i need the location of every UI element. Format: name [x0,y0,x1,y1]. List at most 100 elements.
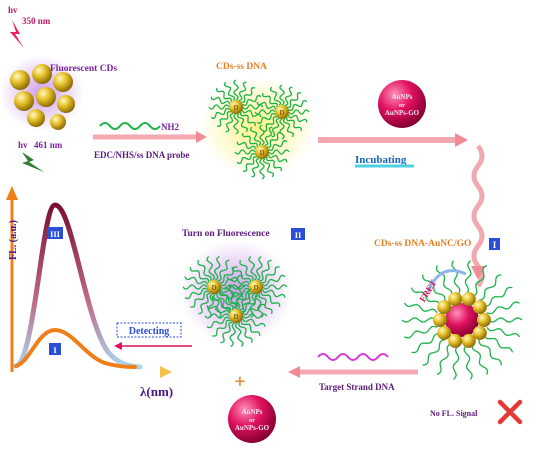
plus-sign: + [234,371,245,393]
dna-strand [422,338,446,366]
dna-strand [225,112,234,133]
dna-strand [255,255,263,281]
dna-strand [256,112,276,125]
aunps-sphere-bottom: AuNPs or AuNPs-GO [228,395,276,443]
aunp-core [445,303,479,337]
dna-strand [211,296,232,312]
carbon-dot-letter: D [279,109,284,117]
y-axis-label: FL. (a.u.) [8,220,19,260]
dna-strand [233,113,239,135]
carbon-dot [207,280,221,294]
dna-strand [478,339,502,366]
carbon-dot [437,300,452,315]
dna-strand [242,156,258,172]
dna-strand [240,111,256,127]
carbon-dot [229,100,243,114]
dna-strand [261,266,280,284]
dna-strand [271,117,280,138]
dna-strand [451,260,461,295]
dna-strand [184,287,208,300]
fluorescent-cds-label: Fluorescent CDs [50,64,117,74]
dna-strand [436,343,452,376]
dna-strand [238,81,247,102]
target-strand-label: Target Strand DNA [319,382,395,392]
dna-strand [182,284,208,290]
dna-strand [236,152,256,165]
dna-strand [184,276,208,285]
dna-strand [452,345,460,380]
dna-strand [287,114,308,123]
dna-strand [220,274,244,287]
dna-strand [223,81,236,101]
dna-strand [262,284,288,290]
fluorescent-cds-cluster [0,55,84,131]
spectrum-plot: FL. (a.u.) λ(nm) III I [6,186,173,399]
dna-strand [206,305,230,314]
dna-strand [242,94,262,107]
dna-strand [233,79,239,101]
dna-strand [240,320,261,336]
wavelength-461-label: 461 nm [34,140,63,150]
dna-strand [239,260,254,282]
wavy-down-arrow [471,144,485,288]
dna-strand [220,321,233,344]
dna-strand [206,316,230,329]
dna-strand [260,291,281,307]
no-signal-cross-icon [497,399,523,425]
hv-label-top: hv [8,5,18,15]
dna-strand [286,92,302,108]
dna-strand [262,274,286,287]
aunps-sphere-top: AuNPs or AuNPs-GO [378,80,426,128]
dna-strand [216,111,232,127]
dna-strand [212,319,231,337]
aunps-label-line1: AuNPs [241,408,262,416]
aunps-label-line1: AuNPs [391,93,412,101]
carbon-dot [229,309,243,323]
complex-badge [489,238,500,250]
dna-strand [218,291,239,307]
dna-strand [242,318,266,327]
dna-strand [486,301,520,315]
dna-strand [238,321,253,343]
dna-strand [268,149,290,155]
fret-arc [426,269,467,293]
dna-strand [235,322,244,347]
dna-strand [403,302,438,314]
carbon-dot-letter: D [211,284,216,292]
peak-low-badge [49,343,61,355]
cds-ss-dna-label: CDs-ss DNA [216,62,267,72]
dna-strand [288,99,308,112]
dna-strand [472,264,488,297]
dna-strand [262,158,275,178]
dna-strand [262,92,278,108]
dna-strand [254,109,276,115]
dna-strand [249,126,262,146]
dna-strand [259,259,272,282]
dna-strand [486,326,521,338]
x-axis-arrow-icon [160,366,172,378]
dna-strand [216,87,232,103]
dna-strand [284,86,293,107]
dna-strand [213,255,221,281]
no-signal-label: No FL. Signal [430,409,478,418]
curve-high [13,202,143,370]
dna-strand [286,116,302,132]
dna-strand [262,116,278,132]
dna-strand [483,333,514,353]
dna-strand [216,292,231,314]
dna-strand [463,345,473,380]
aunps-label-line3: AuNPs-GO [235,424,270,432]
turn-on-badge-text: II [295,230,302,240]
dna-strand [219,289,234,311]
dna-strand [404,325,438,339]
dna-strand [242,132,258,148]
complex-badge-text: I [493,240,497,250]
excitation-461: hv 461 nm [18,140,63,172]
turn-on-label: Turn on Fluorescence [182,229,270,239]
dna-strand [411,333,441,354]
arrow-head-icon [288,366,300,378]
dna-strand [231,267,252,283]
dna-strand [241,295,260,313]
dna-strand [226,276,250,285]
